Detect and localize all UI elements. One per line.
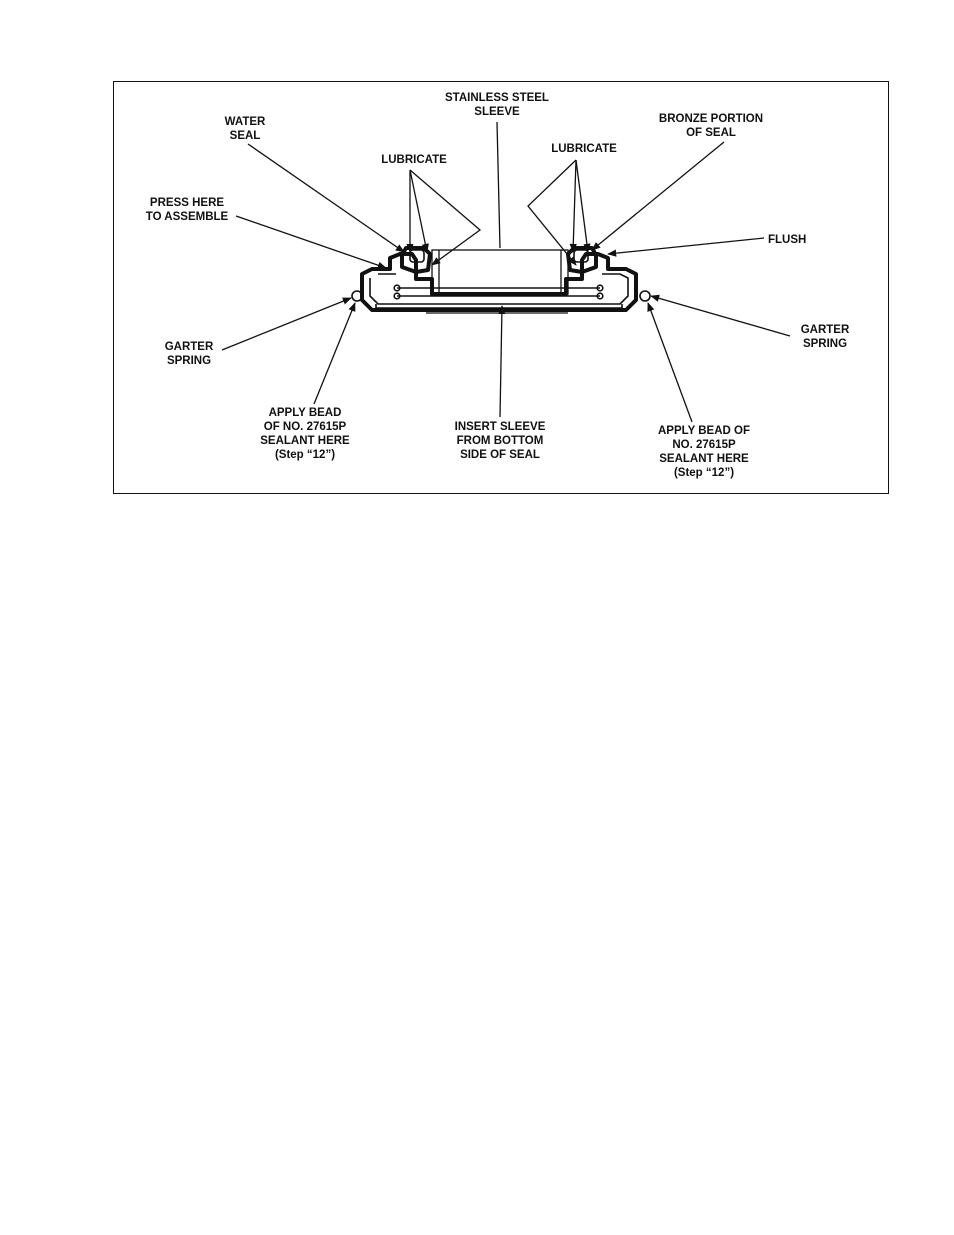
label-water-seal-1: WATER	[225, 116, 266, 128]
label-garter-spring-left-1: GARTER	[165, 341, 214, 353]
arrow-insert-sleeve	[500, 306, 502, 417]
label-insert-sleeve-2: FROM BOTTOM	[457, 435, 544, 447]
label-apply-bead-right-4: (Step “12”)	[674, 467, 734, 479]
arrow-flush	[608, 238, 764, 254]
label-stainless-steel-sleeve-1: STAINLESS STEEL	[445, 92, 549, 104]
label-press-here-2: TO ASSEMBLE	[146, 211, 229, 223]
label-insert-sleeve-1: INSERT SLEEVE	[455, 421, 546, 433]
label-lubricate-right: LUBRICATE	[551, 143, 617, 155]
arrow-bronze-portion	[592, 142, 724, 250]
label-press-here-1: PRESS HERE	[150, 197, 224, 209]
seal-diagram: STAINLESS STEEL SLEEVE WATER SEAL LUBRIC…	[114, 82, 890, 495]
label-lubricate-left: LUBRICATE	[381, 154, 447, 166]
label-apply-bead-left-2: OF NO. 27615P	[264, 421, 347, 433]
arrow-lubricate-right-2	[573, 160, 576, 252]
label-bronze-portion-1: BRONZE PORTION	[659, 113, 763, 125]
label-garter-spring-right-1: GARTER	[801, 324, 850, 336]
label-apply-bead-left-4: (Step “12”)	[275, 449, 335, 461]
arrow-garter-right	[651, 296, 790, 336]
arrow-garter-left	[222, 298, 351, 350]
leader-lines	[222, 122, 790, 422]
arrow-stainless-sleeve	[497, 122, 500, 248]
label-flush: FLUSH	[768, 234, 806, 246]
label-bronze-portion-2: OF SEAL	[686, 127, 736, 139]
label-apply-bead-left-3: SEALANT HERE	[260, 435, 350, 447]
label-stainless-steel-sleeve-2: SLEEVE	[474, 106, 520, 118]
label-apply-bead-right-2: NO. 27615P	[672, 439, 736, 451]
arrow-apply-bead-left	[314, 303, 355, 404]
seal-diagram-frame: STAINLESS STEEL SLEEVE WATER SEAL LUBRIC…	[113, 81, 889, 494]
label-water-seal-2: SEAL	[230, 130, 261, 142]
label-garter-spring-right-2: SPRING	[803, 338, 847, 350]
arrow-lubricate-right-1	[528, 160, 576, 265]
label-apply-bead-right-3: SEALANT HERE	[659, 453, 749, 465]
seal-cross-section	[352, 248, 650, 313]
label-apply-bead-right-1: APPLY BEAD OF	[658, 425, 750, 437]
label-apply-bead-left-1: APPLY BEAD	[269, 407, 342, 419]
arrow-lubricate-right-3	[576, 160, 588, 252]
label-garter-spring-left-2: SPRING	[167, 355, 211, 367]
arrow-apply-bead-right	[648, 303, 692, 422]
label-insert-sleeve-3: SIDE OF SEAL	[460, 449, 540, 461]
